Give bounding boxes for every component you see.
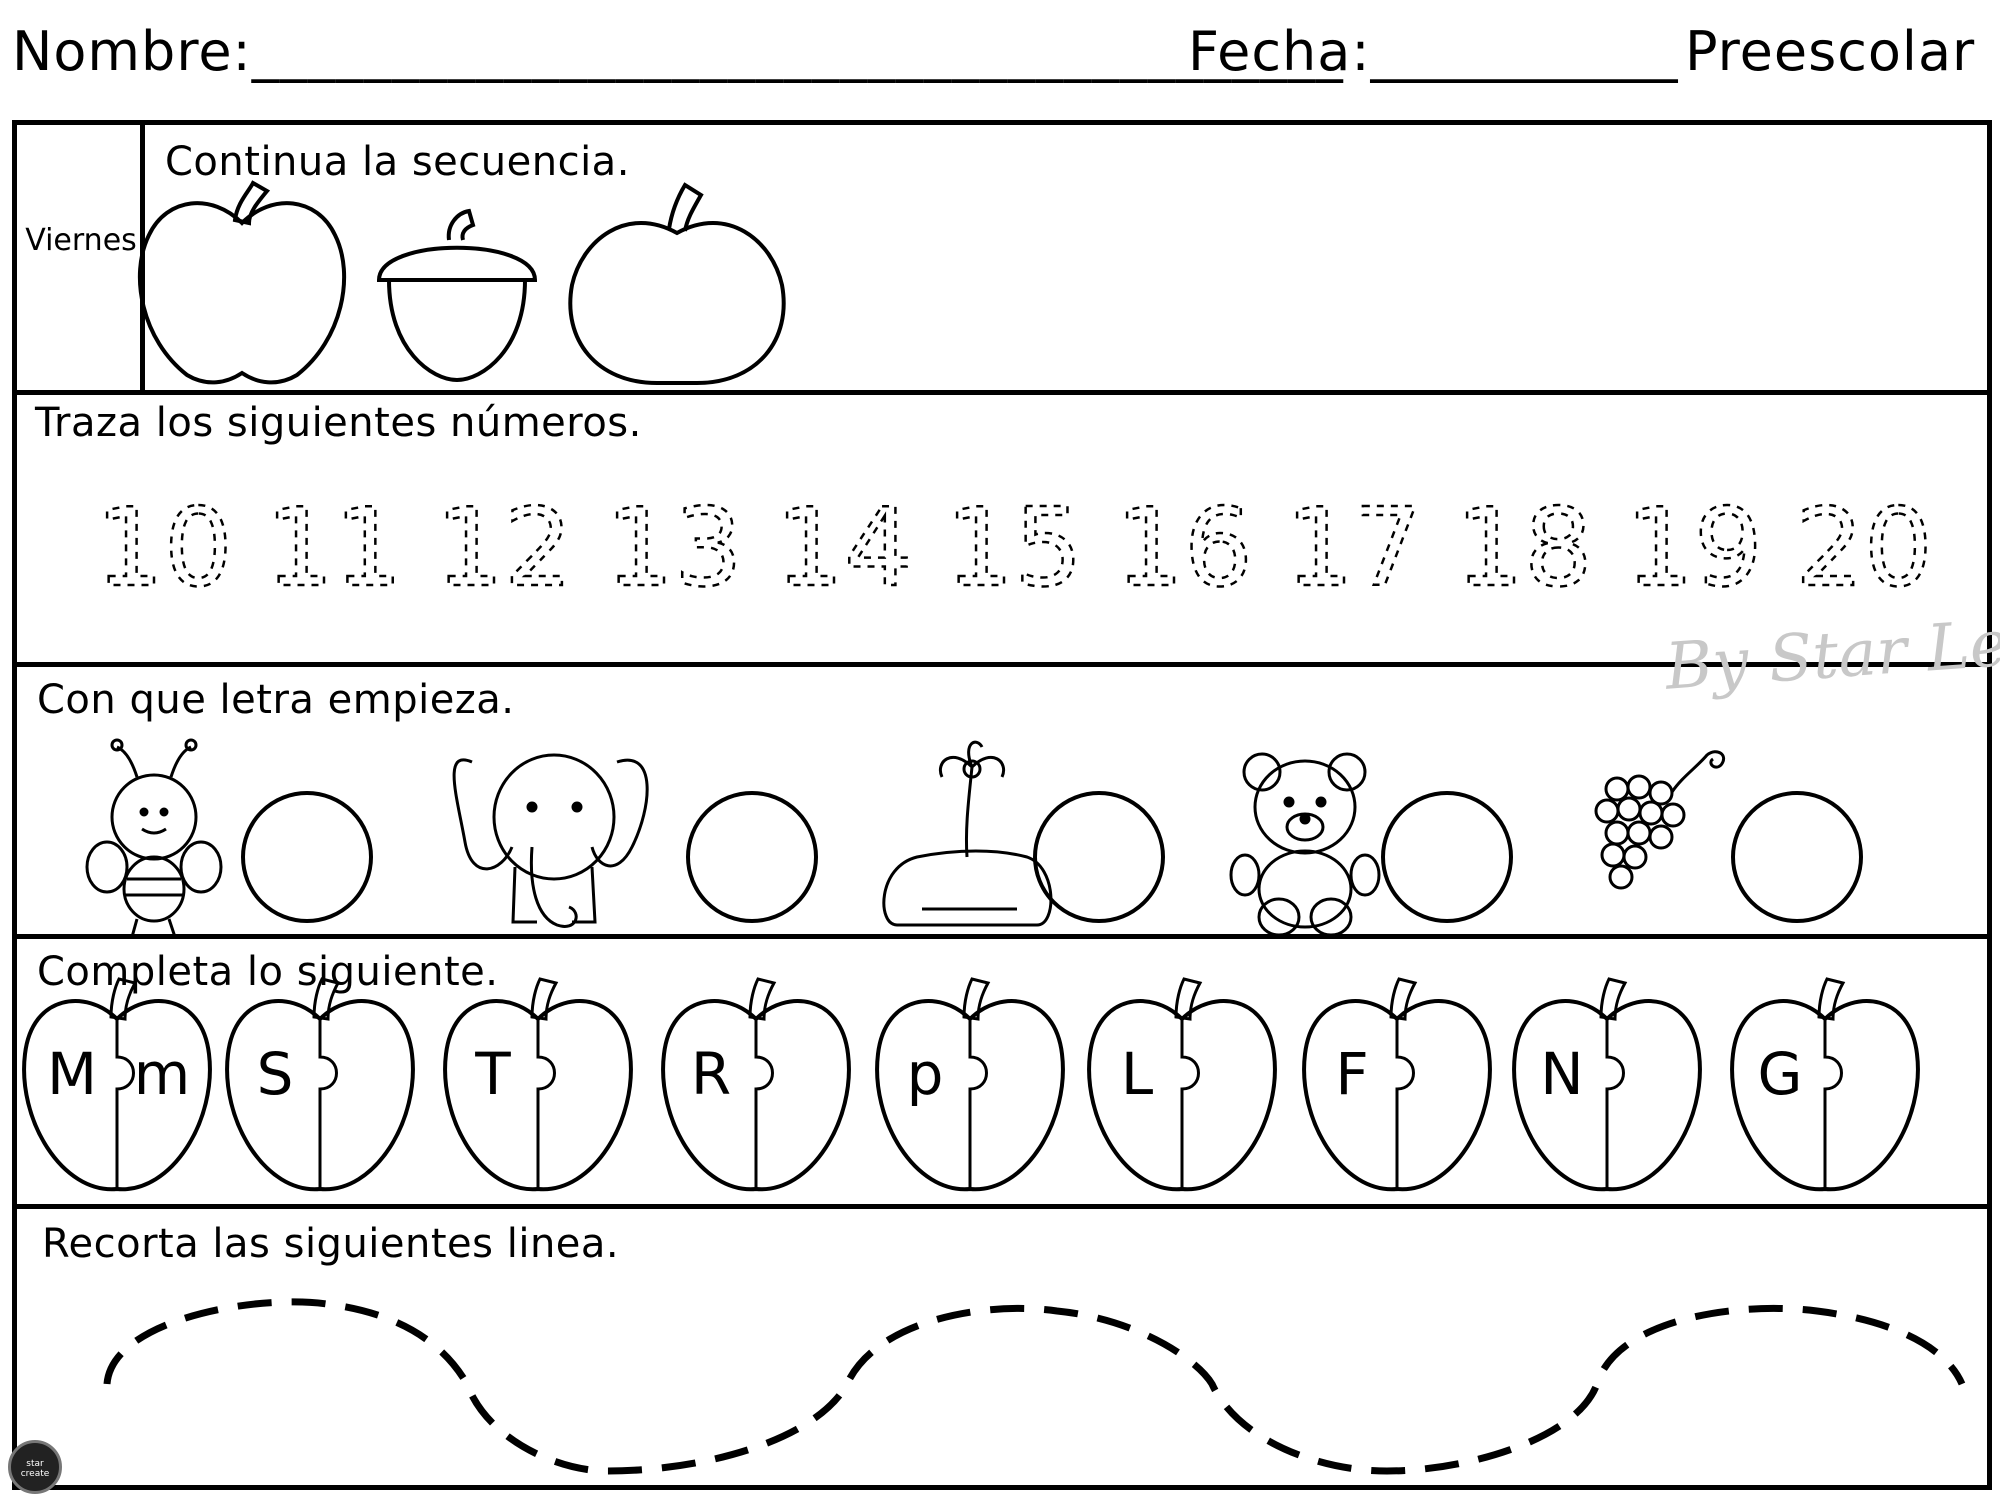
lowercase-letter[interactable]: m: [134, 1040, 191, 1108]
first-letter-instruction: Con que letra empieza.: [37, 677, 515, 723]
puzzle-seam: [536, 1019, 556, 1189]
apple-puzzle: F: [1302, 977, 1492, 1192]
sequence-row: Viernes Continua la secuencia.: [17, 125, 1987, 395]
brand-logo: star create: [8, 1440, 62, 1494]
puzzle-seam: [1395, 1019, 1415, 1189]
apple-stem: [1817, 977, 1846, 1021]
puzzle-seam: [115, 1019, 135, 1189]
answer-circle[interactable]: [1033, 791, 1165, 923]
puzzle-seam: [1605, 1019, 1625, 1189]
complete-instruction: Completa lo siguiente.: [37, 949, 499, 995]
apple-stem: [1599, 977, 1628, 1021]
uppercase-letter: R: [691, 1040, 731, 1108]
dashed-cut-line[interactable]: [103, 1298, 1966, 1475]
uppercase-letter: F: [1335, 1040, 1368, 1108]
apple-puzzle: N: [1512, 977, 1702, 1192]
trace-number: 19: [1625, 486, 1762, 611]
uppercase-letter: T: [474, 1040, 511, 1108]
trace-number: 20: [1795, 486, 1932, 611]
apple-icon: [137, 180, 347, 385]
bear-icon: [1229, 752, 1381, 937]
apple-puzzle: R: [661, 977, 851, 1192]
puzzle-seam: [1180, 1019, 1200, 1189]
sequence-art: [137, 180, 786, 385]
apple-puzzle: S: [225, 977, 415, 1192]
acorn-icon: [376, 208, 538, 383]
cut-row: Recorta las siguientes linea.: [17, 1209, 1987, 1485]
apple-stem: [109, 977, 138, 1021]
logo-text: star create: [20, 1459, 50, 1479]
island-icon: [882, 740, 1053, 927]
answer-circle[interactable]: [686, 791, 818, 923]
apple-puzzle: L: [1087, 977, 1277, 1192]
level-label: Preescolar: [1685, 20, 1976, 83]
trace-number: 12: [435, 486, 572, 611]
name-field-label: Nombre:_________________________________…: [12, 20, 1344, 83]
uppercase-letter: p: [907, 1040, 944, 1108]
answer-circle[interactable]: [1381, 791, 1513, 923]
apple-puzzle: p: [875, 977, 1065, 1192]
bee-icon: [85, 738, 223, 938]
puzzle-seam: [754, 1019, 774, 1189]
uppercase-letter: L: [1121, 1040, 1153, 1108]
cut-line-art: [103, 1298, 1966, 1475]
apple-stem: [1174, 977, 1203, 1021]
trace-instruction: Traza los siguientes números.: [35, 400, 642, 446]
sequence-instruction: Continua la secuencia.: [165, 139, 630, 185]
uppercase-letter: G: [1758, 1040, 1803, 1108]
elephant-icon: [452, 753, 649, 928]
trace-numbers: 10 11 12 13 14 15 16 17 18 19 20: [94, 485, 1934, 613]
first-letter-art: [85, 738, 1863, 938]
cut-instruction: Recorta las siguientes linea.: [42, 1221, 620, 1267]
uppercase-letter: N: [1540, 1040, 1583, 1108]
apple-stem: [1389, 977, 1418, 1021]
puzzle-seam: [968, 1019, 988, 1189]
trace-number: 14: [775, 486, 912, 611]
trace-number: 16: [1115, 486, 1252, 611]
answer-circle[interactable]: [241, 791, 373, 923]
apple-stem: [312, 977, 341, 1021]
trace-row: Traza los siguientes números. 10 11 12 13 14…: [17, 395, 1987, 667]
apple-stem: [748, 977, 777, 1021]
trace-number: 11: [265, 486, 402, 611]
trace-number: 17: [1285, 486, 1422, 611]
answer-circle[interactable]: [1731, 791, 1863, 923]
uppercase-letter: M: [47, 1040, 97, 1108]
puzzle-seam: [1823, 1019, 1843, 1189]
apple-puzzle: T: [443, 977, 633, 1192]
pumpkin-icon: [568, 182, 786, 385]
trace-number: 10: [95, 486, 232, 611]
uppercase-letter: S: [257, 1040, 294, 1108]
page-header: Nombre:_________________________________…: [0, 0, 2000, 115]
day-label: Viernes: [25, 223, 137, 258]
apple-stem: [530, 977, 559, 1021]
trace-number: 15: [945, 486, 1082, 611]
trace-number: 13: [605, 486, 742, 611]
apple-stem: [962, 977, 991, 1021]
grapes-icon: [1594, 750, 1726, 890]
trace-number: 18: [1455, 486, 1592, 611]
puzzle-seam: [318, 1019, 338, 1189]
worksheet-table: Viernes Continua la secuencia. Traza los…: [12, 120, 1992, 1490]
first-letter-row: Con que letra empieza.: [17, 667, 1987, 939]
date-field-label: Fecha:___________: [1188, 20, 1679, 83]
apple-puzzle: G: [1730, 977, 1920, 1192]
